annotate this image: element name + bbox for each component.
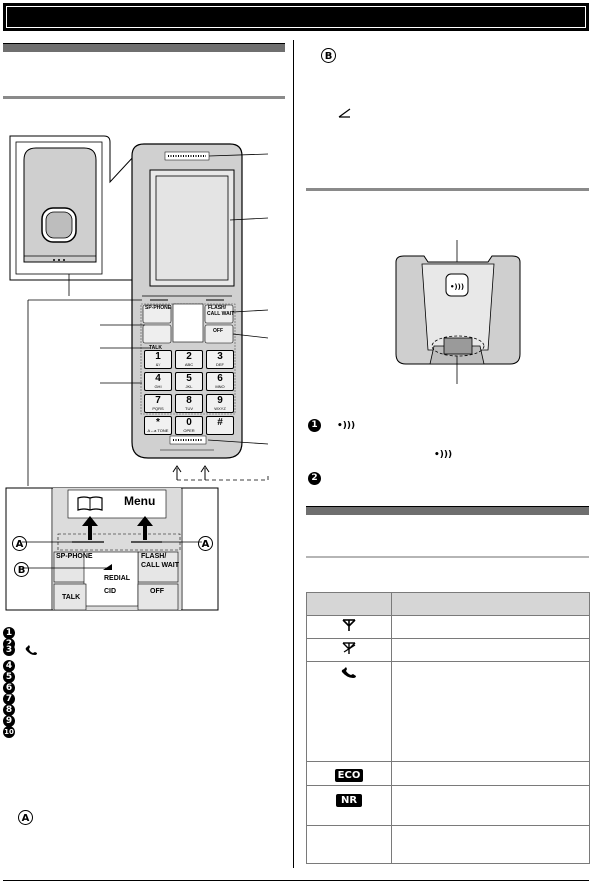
chapter-header-bar	[3, 3, 589, 31]
handset-key-number: 4	[155, 373, 161, 384]
handset-key-number: 1	[155, 351, 161, 362]
antenna-icon	[342, 618, 356, 631]
legend-number-10: 10	[3, 726, 15, 738]
handset-key-number: 6	[217, 373, 223, 384]
handset-key-number: 0	[186, 417, 192, 428]
talk-icon	[25, 644, 37, 655]
handset-key-letters: &'/	[155, 362, 161, 367]
handset-flash-label: FLASH/	[208, 305, 227, 311]
handset-key-letters: OPER	[183, 428, 195, 433]
handset-key-letters: WXYZ	[214, 406, 226, 411]
legend-number-7: 7	[3, 693, 15, 705]
handset-key-letters: A↔a TONE	[147, 428, 169, 433]
zoom-redial-label: REDIAL	[104, 575, 131, 582]
zoom-circle-b: B	[14, 562, 29, 577]
display-icons-table: ECO NR	[306, 592, 590, 864]
handset-key-number: 3	[217, 351, 223, 362]
handset-call-wait-label: CALL WAIT	[207, 311, 235, 317]
subsection-rule	[3, 96, 285, 99]
parts-legend: 1 2 3 4 5 6 7 8 9 10	[3, 622, 47, 738]
handset-key-letters: DEF	[216, 362, 224, 367]
handset-key-number: 5	[186, 373, 192, 384]
legend-number-4: 4	[3, 660, 15, 672]
handset-back-inset	[9, 135, 135, 296]
zoom-circle-a-left: A	[12, 536, 27, 551]
legend-number-5: 5	[3, 671, 15, 683]
locator-icon: •)))	[337, 420, 356, 431]
zoom-off-label: OFF	[150, 588, 164, 595]
menu-softkey-label: Menu	[124, 494, 156, 508]
zoom-circle-a-right: A	[198, 536, 213, 551]
table-row	[306, 615, 590, 639]
legend-number-1: 1	[3, 627, 15, 639]
handset-key-number: #	[217, 417, 223, 428]
eco-icon: ECO	[334, 768, 364, 782]
legend-number-3: 3	[3, 643, 15, 656]
noise-reduction-icon: NR	[335, 794, 363, 807]
volume-icon	[338, 108, 351, 118]
handset-key-number: *	[156, 417, 160, 428]
handset-key-10: *A↔a TONE	[144, 416, 172, 435]
table-row	[306, 661, 590, 762]
section-header-bar	[3, 43, 285, 52]
legend-number-8: 8	[3, 704, 15, 716]
handset-key-letters: PQRS	[152, 406, 164, 411]
handset-key-12: #	[206, 416, 234, 435]
display-section-header-bar	[306, 506, 589, 515]
locator-icon-inline: •)))	[434, 450, 453, 460]
column-divider	[293, 40, 294, 868]
book-icon	[77, 496, 103, 511]
handset-key-letters: JKL	[185, 384, 193, 389]
handset-key-number: 2	[186, 351, 192, 362]
handset-key-number: 8	[186, 395, 192, 406]
handset-key-letters: ABC	[184, 362, 194, 367]
charger-legend-1: 1	[308, 419, 321, 432]
handset-key-letters: MNO	[215, 384, 225, 389]
table-row	[306, 638, 590, 662]
table-header-meaning	[391, 592, 590, 616]
right-circle-b: B	[321, 48, 336, 63]
handset-key-letters: GHI	[154, 384, 162, 389]
handset-key-number: 9	[217, 395, 223, 406]
handset-key-number: 7	[155, 395, 161, 406]
charger-diagram: •)))	[395, 240, 521, 384]
table-header-icon	[306, 592, 392, 616]
antenna-out-icon	[342, 641, 356, 654]
zoom-talk-label: TALK	[62, 594, 81, 601]
keypad-zoom-diagram	[5, 487, 219, 611]
handset-key-letters: TUV	[185, 406, 193, 411]
handset-talk-label: TALK	[149, 345, 162, 351]
legend-circle-a: A	[18, 810, 33, 825]
zoom-cid-label: CID	[104, 588, 117, 595]
table-row: NR	[306, 785, 590, 826]
legend-number-9: 9	[3, 715, 15, 727]
footer-rule	[3, 880, 589, 881]
charger-legend-2: 2	[308, 472, 321, 485]
handset-off-label: OFF	[213, 328, 223, 334]
zoom-flash-label: FLASH/	[141, 553, 167, 560]
handset-key-1: 1&'/	[144, 350, 172, 369]
talk-icon	[341, 667, 356, 678]
display-subsection-rule	[306, 556, 589, 558]
zoom-call-wait-label: CALL WAIT	[141, 562, 179, 569]
svg-text:•))): •)))	[450, 283, 464, 291]
table-row: ECO	[306, 761, 590, 786]
handset-sp-phone-label: SP-PHONE	[145, 305, 172, 311]
legend-number-6: 6	[3, 682, 15, 694]
charger-section-rule	[306, 188, 589, 191]
zoom-sp-phone-label: SP-PHONE	[56, 553, 93, 560]
table-row	[306, 825, 590, 864]
